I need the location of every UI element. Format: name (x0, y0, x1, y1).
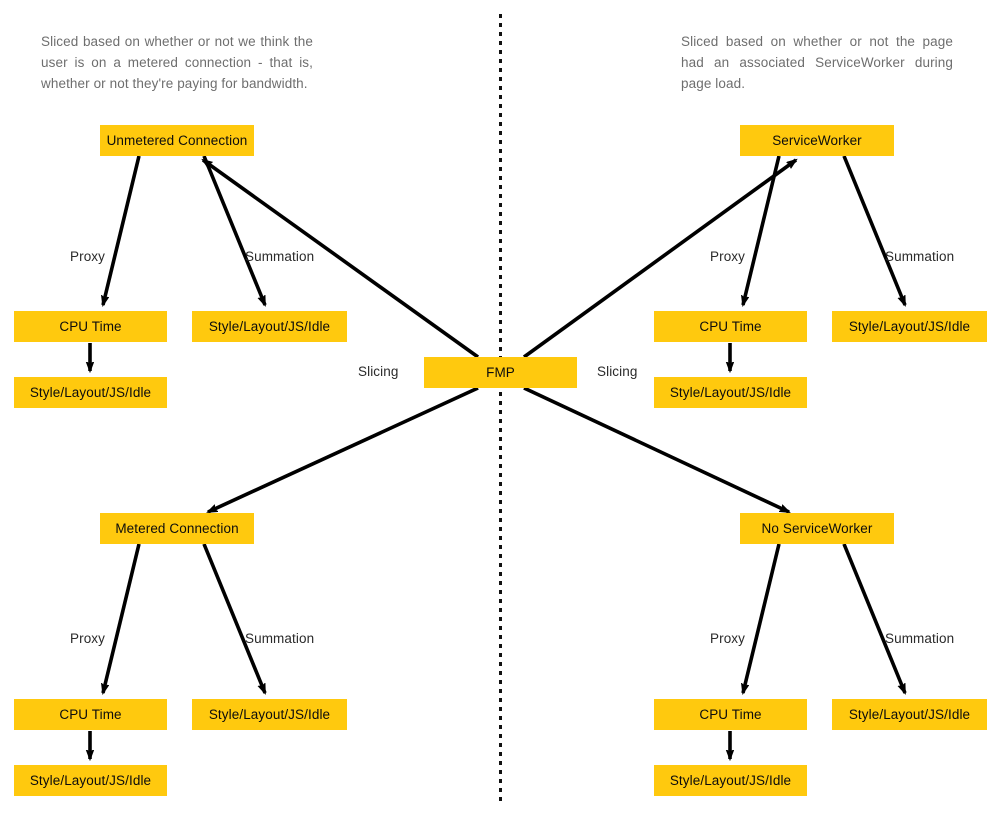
edge-label-summation-serviceworker: Summation (885, 249, 955, 264)
edge-label-summation-unmetered-connection: Summation (245, 249, 315, 264)
node-style-layout-js-idle-cpu-time-serviceworker[interactable]: Style/Layout/JS/Idle (654, 377, 807, 408)
node-style-layout-js-idle-summation-metered-connection[interactable]: Style/Layout/JS/Idle (192, 699, 347, 730)
node-style-layout-js-idle-summation-no-serviceworker[interactable]: Style/Layout/JS/Idle (832, 699, 987, 730)
node-fmp[interactable]: FMP (424, 357, 577, 388)
node-style-layout-js-idle-cpu-time-no-serviceworker[interactable]: Style/Layout/JS/Idle (654, 765, 807, 796)
caption-right: Sliced based on whether or not the page … (681, 34, 953, 91)
vertical-dotted-divider (499, 14, 502, 802)
edge-label-proxy-unmetered-connection: Proxy (70, 249, 106, 264)
node-cpu-time-serviceworker[interactable]: CPU Time (654, 311, 807, 342)
edge-metered-connection-to-cpu-time (103, 543, 141, 693)
edge-unmetered-connection-to-style-layout-js-idle (202, 155, 267, 305)
edge-serviceworker-to-style-layout-js-idle (842, 155, 907, 305)
node-serviceworker[interactable]: ServiceWorker (740, 125, 894, 156)
node-style-layout-js-idle-summation-serviceworker[interactable]: Style/Layout/JS/Idle (832, 311, 987, 342)
node-unmetered-connection[interactable]: Unmetered Connection (100, 125, 254, 156)
node-cpu-time-metered-connection[interactable]: CPU Time (14, 699, 167, 730)
node-no-serviceworker[interactable]: No ServiceWorker (740, 513, 894, 544)
edge-label-summation-no-serviceworker: Summation (885, 631, 955, 646)
node-style-layout-js-idle-summation-unmetered-connection[interactable]: Style/Layout/JS/Idle (192, 311, 347, 342)
node-cpu-time-no-serviceworker[interactable]: CPU Time (654, 699, 807, 730)
edge-metered-connection-to-style-layout-js-idle (202, 543, 267, 693)
node-metered-connection[interactable]: Metered Connection (100, 513, 254, 544)
edge-label-proxy-no-serviceworker: Proxy (710, 631, 746, 646)
edge-serviceworker-to-cpu-time (743, 155, 781, 305)
edge-fmp-to-metered-connection (208, 386, 479, 514)
node-style-layout-js-idle-cpu-time-metered-connection[interactable]: Style/Layout/JS/Idle (14, 765, 167, 796)
edge-no-serviceworker-to-style-layout-js-idle (842, 543, 907, 693)
edge-label-summation-metered-connection: Summation (245, 631, 315, 646)
edge-unmetered-connection-to-cpu-time (103, 155, 141, 305)
edge-no-serviceworker-to-cpu-time (743, 543, 781, 693)
edge-label-slicing-left: Slicing (358, 364, 399, 379)
edge-label-proxy-serviceworker: Proxy (710, 249, 746, 264)
edge-label-slicing-right: Slicing (597, 364, 638, 379)
node-style-layout-js-idle-cpu-time-unmetered-connection[interactable]: Style/Layout/JS/Idle (14, 377, 167, 408)
edge-label-proxy-metered-connection: Proxy (70, 631, 106, 646)
caption-left: Sliced based on whether or not we think … (41, 34, 313, 91)
node-cpu-time-unmetered-connection[interactable]: CPU Time (14, 311, 167, 342)
